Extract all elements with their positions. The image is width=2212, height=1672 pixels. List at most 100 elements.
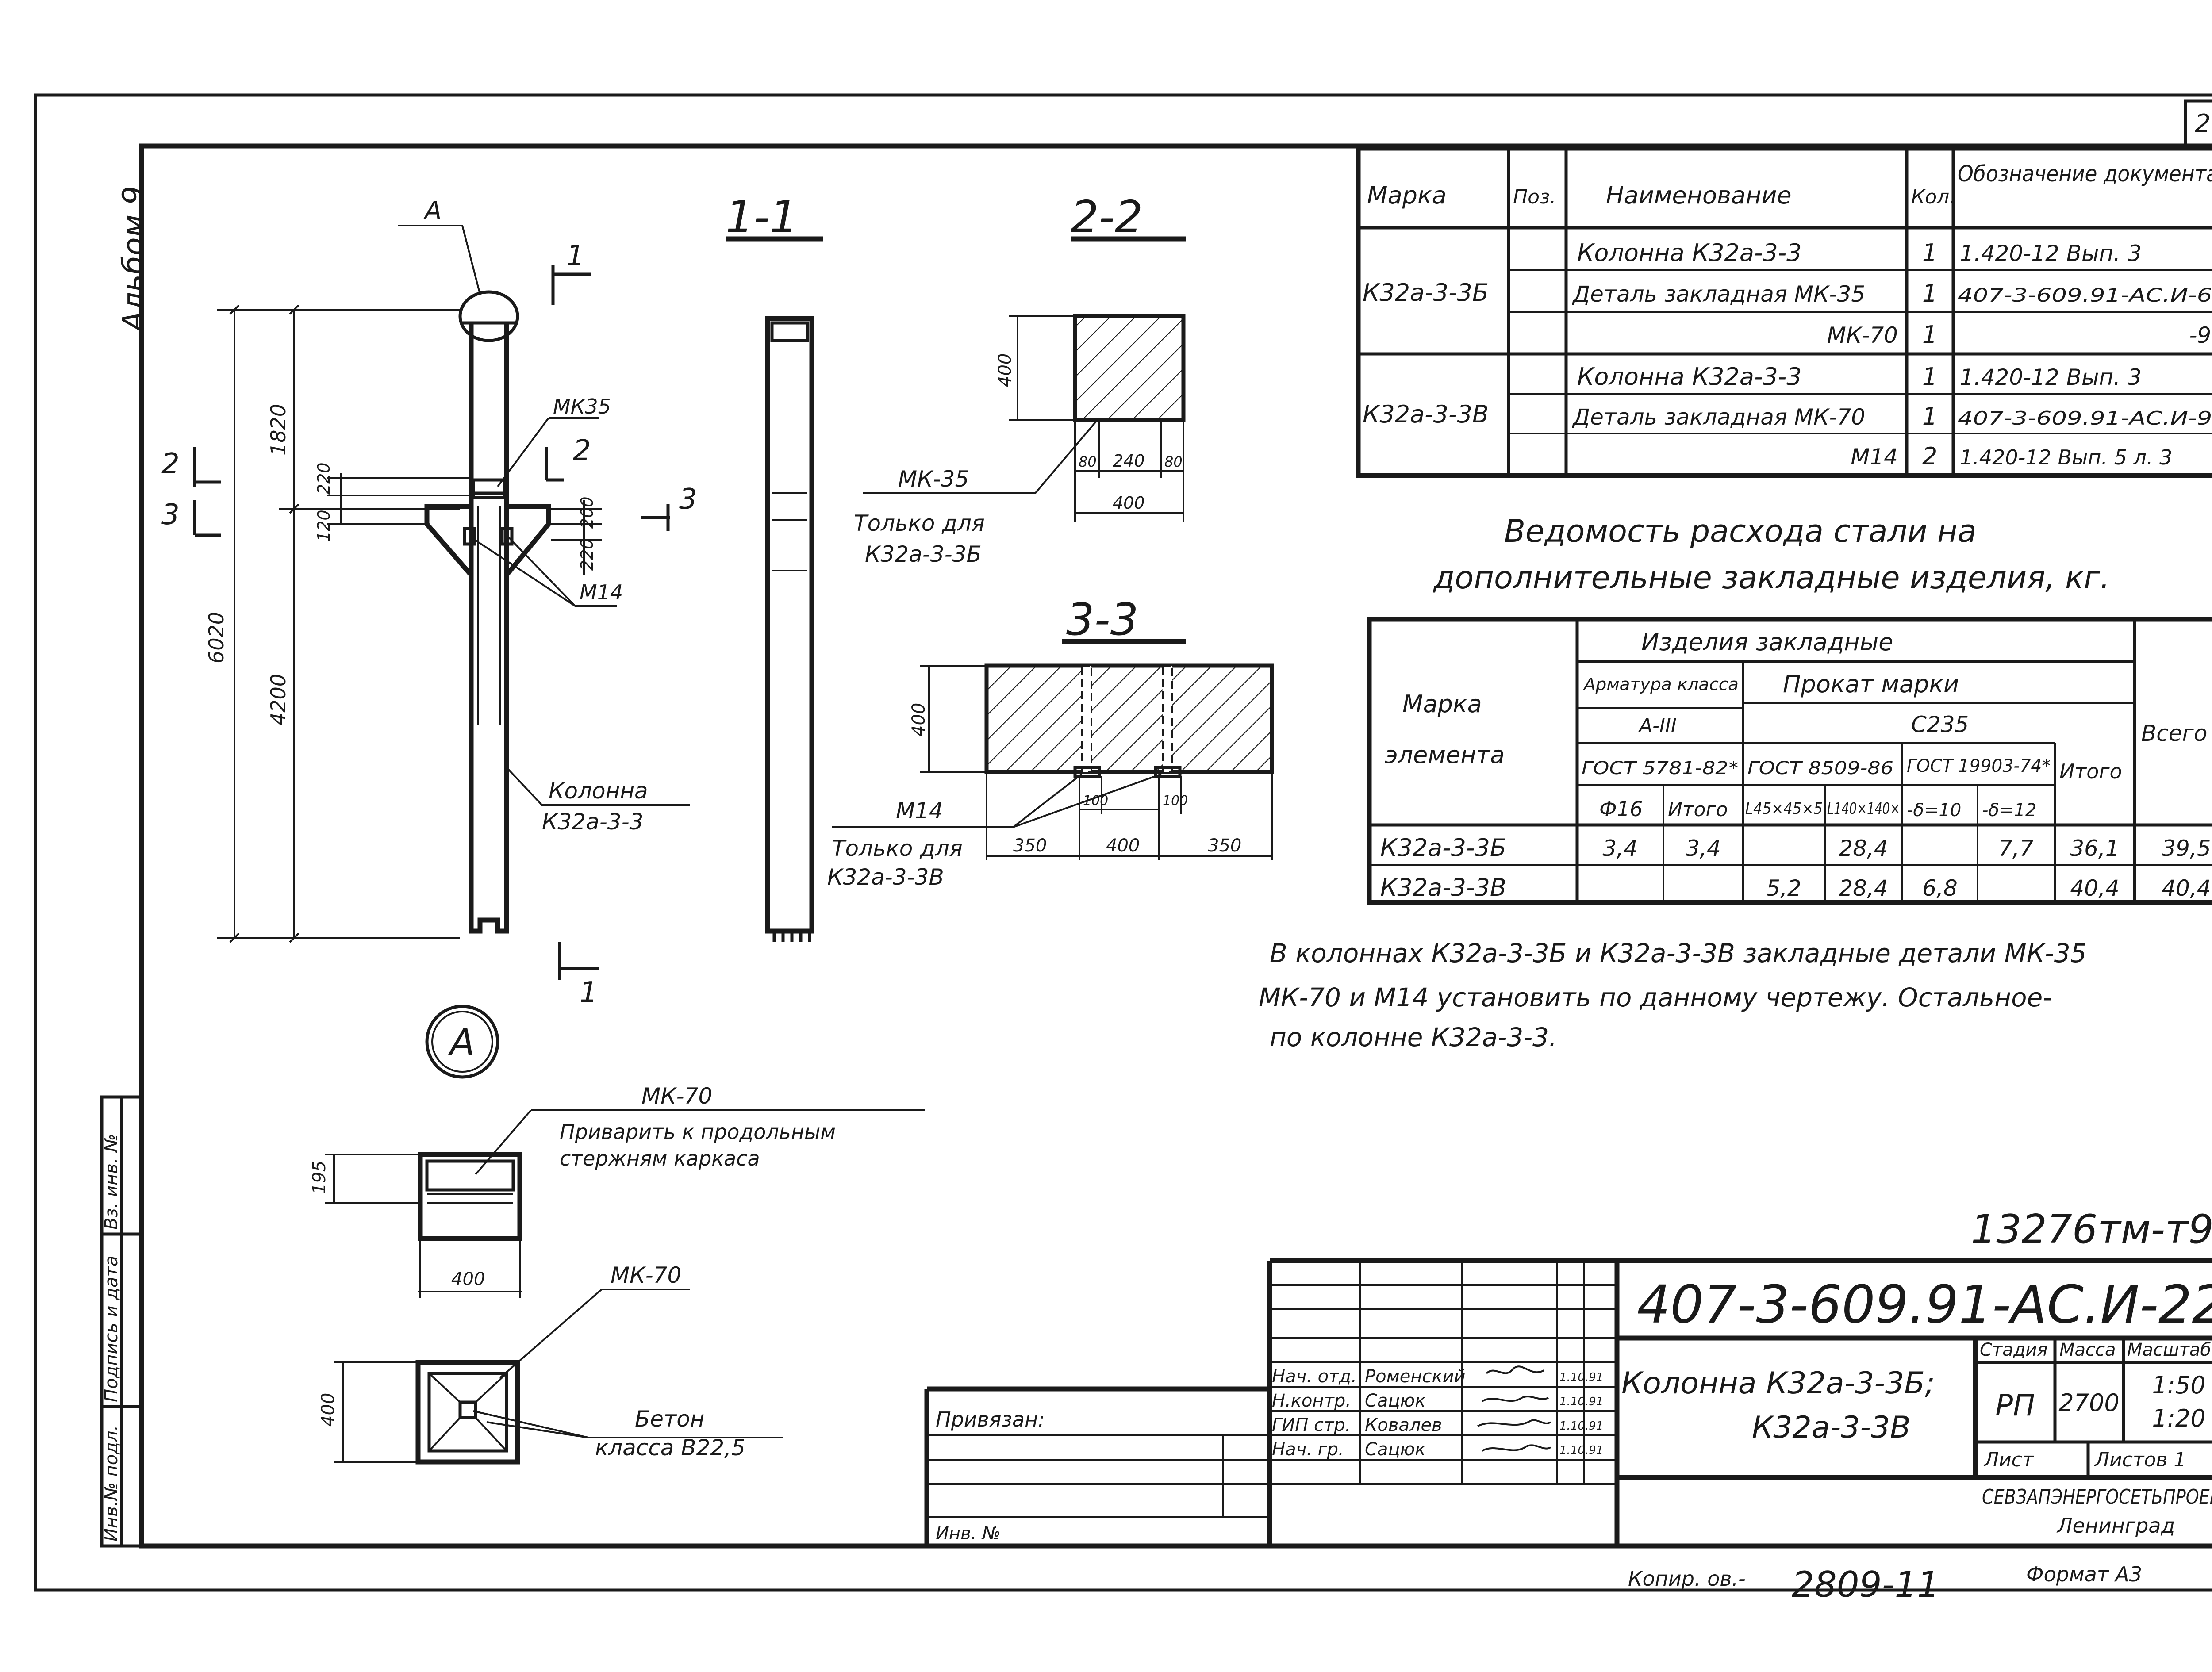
steel-header-mark-1: Марка xyxy=(1402,690,1482,718)
steel-row-1-angle-140: 28,4 xyxy=(1839,836,1888,861)
steel-sub-angle-45: L45×45×5 xyxy=(1745,800,1823,818)
dim-220-bot: 220 xyxy=(577,538,597,571)
label-mk35: МК35 xyxy=(553,395,611,418)
mk70-dim-195: 195 xyxy=(309,1161,330,1194)
signer-3-name: Ковалев xyxy=(1365,1415,1442,1435)
s3-dim-400-mid: 400 xyxy=(1106,836,1140,856)
steel-grand-total: Всего xyxy=(2141,721,2207,746)
spec-row-2-qty: 1 xyxy=(1922,280,1937,307)
page-number: 27 xyxy=(2195,109,2212,138)
spec-header-qty: Кол. xyxy=(1911,186,1955,208)
inner-frame xyxy=(139,143,2212,1549)
scale-value-2: 1:20 xyxy=(2152,1404,2205,1432)
spec-row-5-doc: 407-3-609.91-АС.И-98 xyxy=(1958,407,2212,429)
mk70-elevation xyxy=(325,1152,522,1298)
s3-dim-350-right: 350 xyxy=(1208,836,1241,856)
s3-dim-350-left: 350 xyxy=(1013,836,1047,856)
spec-table xyxy=(1356,146,2212,478)
steel-row-2-angle-140: 28,4 xyxy=(1839,875,1888,901)
steel-sub-angle-140: L140×140× xyxy=(1827,800,1900,818)
mk70-plan-label: МК-70 xyxy=(611,1262,681,1288)
steel-sub-total: Итого xyxy=(1668,798,1728,821)
note-line-3: по колонне К32а-3-3. xyxy=(1270,1022,1557,1052)
inv-no-label: Инв. № xyxy=(936,1523,1001,1544)
s2-dim-80-left: 80 xyxy=(1079,453,1097,470)
mk70-top-label: МК-70 xyxy=(641,1083,712,1109)
spec-group-1-mark: К32а-3-3Б xyxy=(1363,279,1489,307)
album-label: Альбом 9 xyxy=(116,186,151,334)
detail-a-circle xyxy=(425,1005,499,1079)
spec-header-mark: Марка xyxy=(1367,181,1447,209)
privyazan-label: Привязан: xyxy=(936,1407,1045,1431)
spec-row-3-qty: 1 xyxy=(1922,321,1937,349)
steel-row-1-total: 3,4 xyxy=(1686,836,1721,861)
format-label: Формат А3 xyxy=(2026,1562,2142,1586)
spec-row-1-doc: 1.420-12 Вып. 3 xyxy=(1960,241,2142,266)
steel-row-2-grand: 40,4 xyxy=(2162,875,2211,901)
spec-header-doc: Обозначение документа xyxy=(1958,161,2212,187)
signer-1-date: 1.10.91 xyxy=(1559,1371,1603,1384)
steel-gost-19903: ГОСТ 19903-74* xyxy=(1907,756,2051,776)
spec-row-1-qty: 1 xyxy=(1922,239,1937,267)
callout-a: А xyxy=(423,196,442,225)
scale-label: Масштаб xyxy=(2127,1340,2211,1360)
steel-group-header: Изделия закладные xyxy=(1641,628,1893,656)
detail-a-label: А xyxy=(448,1022,475,1064)
section-1-1 xyxy=(765,316,814,942)
spec-header-pos: Поз. xyxy=(1513,186,1556,208)
s2-dim-400-bottom: 400 xyxy=(1113,493,1145,513)
spec-group-2-mark: К32а-3-3В xyxy=(1363,400,1489,428)
org-name: СЕВЗАПЭНЕРГОСЕТЬПРОЕКТ xyxy=(1982,1485,2212,1509)
signer-1-name: Роменский xyxy=(1365,1366,1466,1387)
spec-row-3-name: МК-70 xyxy=(1827,322,1898,348)
side-vz-inv: Вз. инв. № xyxy=(101,1134,122,1230)
steel-row-2-angle-45: 5,2 xyxy=(1766,875,1801,901)
s3-m14: М14 xyxy=(896,798,943,824)
steel-row-1-total-rolled: 36,1 xyxy=(2070,836,2119,861)
dim-200: 200 xyxy=(577,496,597,529)
steel-title-1: Ведомость расхода стали на xyxy=(1504,513,1977,549)
copied-label: Копир. ов.- xyxy=(1628,1567,1746,1591)
steel-row-1-f16: 3,4 xyxy=(1602,836,1638,861)
weld-note-2: стержням каркаса xyxy=(560,1147,760,1170)
sheets-label: Листов 1 xyxy=(2094,1449,2186,1471)
weld-note-1: Приварить к продольным xyxy=(560,1120,836,1144)
s2-mk35: МК-35 xyxy=(898,466,969,492)
doc-code: 407-3-609.91-АС.И-22 xyxy=(1637,1274,2212,1335)
signer-1-role: Нач. отд. xyxy=(1272,1366,1357,1387)
org-city: Ленинград xyxy=(2056,1514,2175,1538)
dim-1820: 1820 xyxy=(266,404,290,456)
plan-dim-400: 400 xyxy=(318,1393,338,1427)
s2-only-for-2: К32а-3-3Б xyxy=(865,541,982,567)
column-label-2: К32а-3-3 xyxy=(542,809,643,835)
column-dimensions xyxy=(217,304,469,943)
steel-table xyxy=(1367,617,2212,905)
steel-title-2: дополнительные закладные изделия, кг. xyxy=(1433,560,2110,596)
signer-4-date: 1.10.91 xyxy=(1559,1444,1603,1457)
spec-row-5-qty: 1 xyxy=(1922,403,1937,430)
s3-only-for-1: Только для xyxy=(832,836,963,861)
signer-4-name: Сацюк xyxy=(1365,1439,1426,1460)
dim-4200: 4200 xyxy=(266,674,290,725)
steel-row-1-mark: К32а-3-3Б xyxy=(1380,834,1506,862)
concrete-1: Бетон xyxy=(635,1406,704,1432)
steel-rolled-header: Прокат марки xyxy=(1783,670,1959,698)
column-label-1: Колонна xyxy=(549,778,648,804)
label-m14: М14 xyxy=(580,580,623,604)
signer-2-role: Н.контр. xyxy=(1272,1391,1351,1411)
spec-row-4-name: Колонна К32а-3-3 xyxy=(1577,363,1802,391)
spec-row-5-name: Деталь закладная МК-70 xyxy=(1572,404,1865,430)
spec-row-6-name: М14 xyxy=(1851,444,1898,470)
signer-2-date: 1.10.91 xyxy=(1559,1395,1603,1408)
side-sign-date: Подпись и дата xyxy=(101,1256,122,1402)
section-3-marker-left: 3 xyxy=(161,499,180,531)
section-2-marker-right: 2 xyxy=(573,434,591,467)
dim-6020: 6020 xyxy=(204,612,228,663)
s2-only-for-1: Только для xyxy=(854,510,985,536)
spec-row-4-doc: 1.420-12 Вып. 3 xyxy=(1960,364,2142,390)
section-2-2 xyxy=(1009,314,1186,522)
s2-dim-80-right: 80 xyxy=(1164,453,1183,470)
steel-row-1-plate-12: 7,7 xyxy=(1998,836,2034,861)
section-1-title: 1-1 xyxy=(726,191,798,243)
